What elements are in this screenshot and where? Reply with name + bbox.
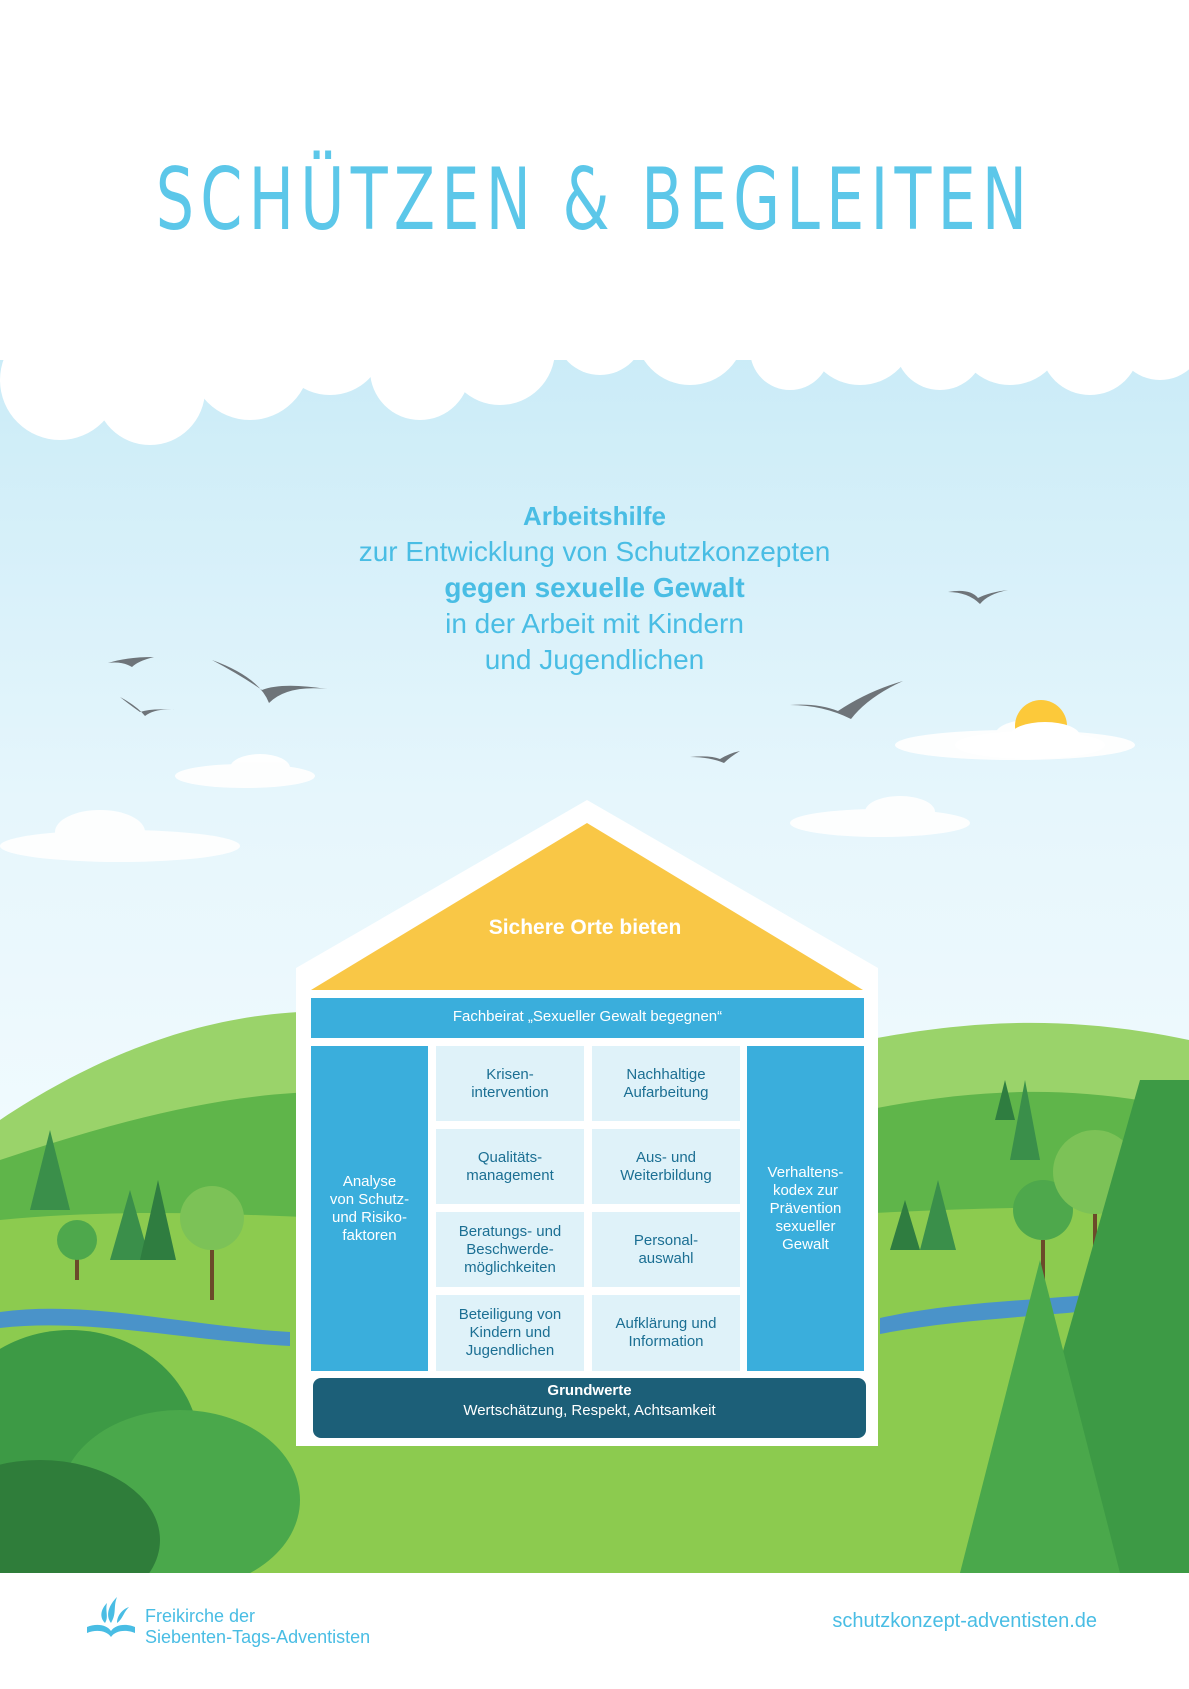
house-cell: Nachhaltige Aufarbeitung xyxy=(623,1065,709,1101)
intro-line: in der Arbeit mit Kindern xyxy=(445,608,744,639)
house-cell-bg xyxy=(436,1129,584,1204)
website-link[interactable]: schutzkonzept-adventisten.de xyxy=(832,1610,1097,1632)
trees-right xyxy=(890,1080,1189,1573)
right-pillar-label: Verhaltens- kodex zur Prävention sexuell… xyxy=(767,1163,844,1253)
house-cell: Beteiligung von Kindern und Jugendlichen xyxy=(458,1306,562,1359)
intro-line: und Jugendlichen xyxy=(484,644,705,675)
top-clouds xyxy=(0,0,1189,445)
intro-heading: Arbeitshilfe xyxy=(522,501,667,531)
trees-left xyxy=(0,1130,300,1620)
river-right xyxy=(880,1292,1110,1334)
house-cell: Personal- auswahl xyxy=(633,1231,699,1267)
foundation-title: Grundwerte xyxy=(547,1382,632,1399)
house-cell-bg xyxy=(592,1295,740,1371)
beam-label: Fachbeirat „Sexueller Gewalt begegnen“ xyxy=(452,1008,723,1025)
house-cell-bg xyxy=(592,1212,740,1287)
footer xyxy=(0,1573,1189,1689)
house-cell-bg xyxy=(592,1046,740,1121)
river-left xyxy=(0,1308,290,1346)
house-foundation xyxy=(313,1378,866,1438)
house-cell: Beratungs- und Beschwerde- möglichkeiten xyxy=(458,1222,562,1276)
roof-label: Sichere Orte bieten xyxy=(488,916,682,939)
house-right-pillar xyxy=(747,1046,864,1371)
house-cell-bg xyxy=(592,1129,740,1204)
intro-emphasis: gegen sexuelle Gewalt xyxy=(444,572,745,603)
house-diagram xyxy=(296,800,878,1446)
organization-name: Freikirche der Siebenten-Tags-Adventiste… xyxy=(145,1606,371,1647)
sun xyxy=(955,700,1105,759)
house-left-pillar xyxy=(311,1046,428,1371)
intro-line: zur Entwicklung von Schutzkonzepten xyxy=(358,536,831,567)
house-cell: Krisen- intervention xyxy=(471,1065,549,1101)
left-pillar-label: Analyse von Schutz- und Risiko- faktoren xyxy=(329,1172,410,1244)
foundation-label: Grundwerte Wertschätzung, Respekt, Achts… xyxy=(313,1381,866,1437)
foundation-text: Wertschätzung, Respekt, Achtsamkeit xyxy=(463,1402,716,1419)
church-logo-icon xyxy=(87,1597,135,1637)
house-roof xyxy=(311,823,863,990)
birds xyxy=(108,590,1008,763)
house-cell: Aufklärung und Information xyxy=(615,1315,717,1350)
house-cell: Qualitäts- management xyxy=(466,1148,554,1184)
house-beam xyxy=(311,998,864,1038)
house-cell-bg xyxy=(436,1295,584,1371)
house-cell-bg xyxy=(436,1212,584,1287)
house-cell-bg xyxy=(436,1046,584,1121)
house-cell: Aus- und Weiterbildung xyxy=(620,1148,712,1184)
intro-text: Arbeitshilfe zur Entwicklung von Schutzk… xyxy=(0,498,1189,678)
page-title: SCHÜTZEN & BEGLEITEN xyxy=(155,150,1034,250)
